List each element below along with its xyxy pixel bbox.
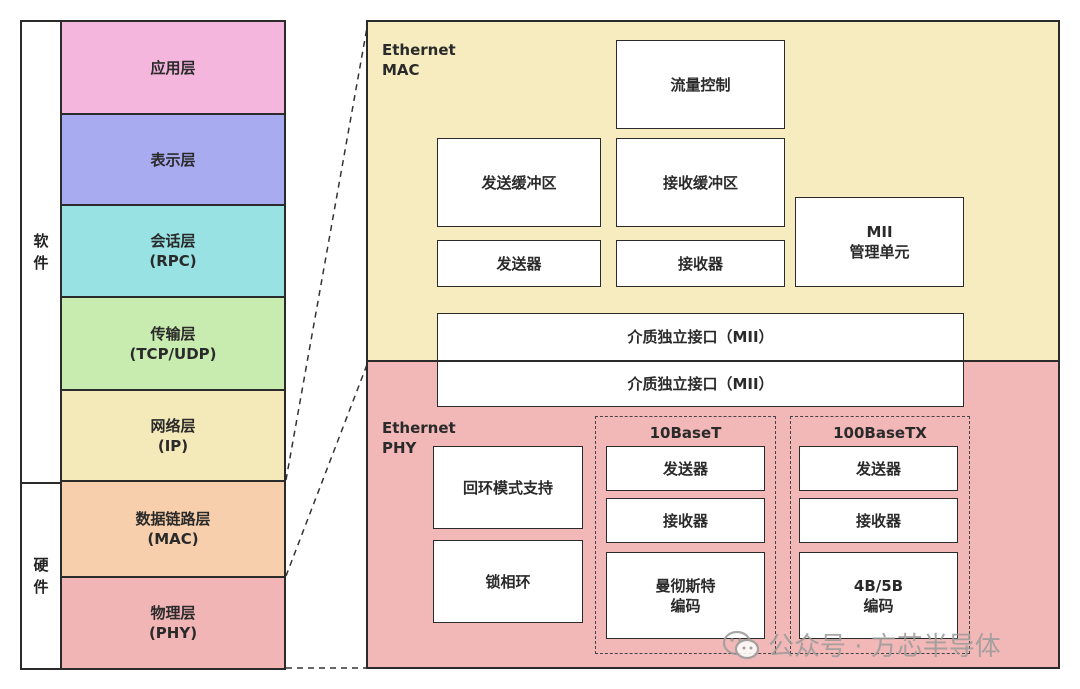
pll-block: 锁相环 <box>433 540 583 623</box>
rx-buffer-block: 接收缓冲区 <box>616 138 785 227</box>
software-label: 软件 <box>33 232 49 272</box>
osi-layer-3: 会话层 (RPC) <box>60 204 286 298</box>
loopback-block: 回环模式支持 <box>433 446 583 529</box>
phy-mii-interface: 介质独立接口（MII） <box>437 361 964 407</box>
watermark-text: 公众号 · 方芯半导体 <box>768 632 1001 662</box>
osi-layer-4: 传输层 (TCP/UDP) <box>60 296 286 391</box>
wechat-icon <box>722 630 760 659</box>
connector-mac-bottom <box>285 361 369 577</box>
hardware-label: 硬件 <box>33 556 49 596</box>
flow-control-block: 流量控制 <box>616 40 785 129</box>
100basetx-group <box>790 416 970 654</box>
100basetx-transmitter: 发送器 <box>799 446 958 491</box>
10baset-group <box>595 416 776 654</box>
mii-management-block: MII 管理单元 <box>795 197 964 287</box>
mac-receiver-block: 接收器 <box>616 240 785 287</box>
10baset-transmitter: 发送器 <box>606 446 765 491</box>
osi-layer-7: 物理层 (PHY) <box>60 576 286 670</box>
10baset-title: 10BaseT <box>649 424 722 442</box>
hardware-label-box: 硬件 <box>20 482 62 670</box>
100basetx-title: 100BaseTX <box>833 424 927 442</box>
100basetx-receiver: 接收器 <box>799 498 958 543</box>
10baset-receiver: 接收器 <box>606 498 765 543</box>
tx-buffer-block: 发送缓冲区 <box>437 138 601 227</box>
osi-layer-6: 数据链路层 (MAC) <box>60 480 286 578</box>
mac-transmitter-block: 发送器 <box>437 240 601 287</box>
phy-panel-title: Ethernet PHY <box>382 419 456 457</box>
connector-mac-top <box>285 21 369 481</box>
software-label-box: 软件 <box>20 20 62 484</box>
mac-mii-interface: 介质独立接口（MII） <box>437 313 964 361</box>
osi-layer-1: 应用层 <box>60 20 286 115</box>
watermark: 公众号 · 方芯半导体 <box>722 626 1001 663</box>
manchester-encoding-block: 曼彻斯特 编码 <box>606 552 765 639</box>
osi-layer-2: 表示层 <box>60 113 286 206</box>
4b5b-encoding-block: 4B/5B 编码 <box>799 552 958 639</box>
osi-layer-5: 网络层 (IP) <box>60 389 286 482</box>
mac-panel-title: Ethernet MAC <box>382 41 456 79</box>
